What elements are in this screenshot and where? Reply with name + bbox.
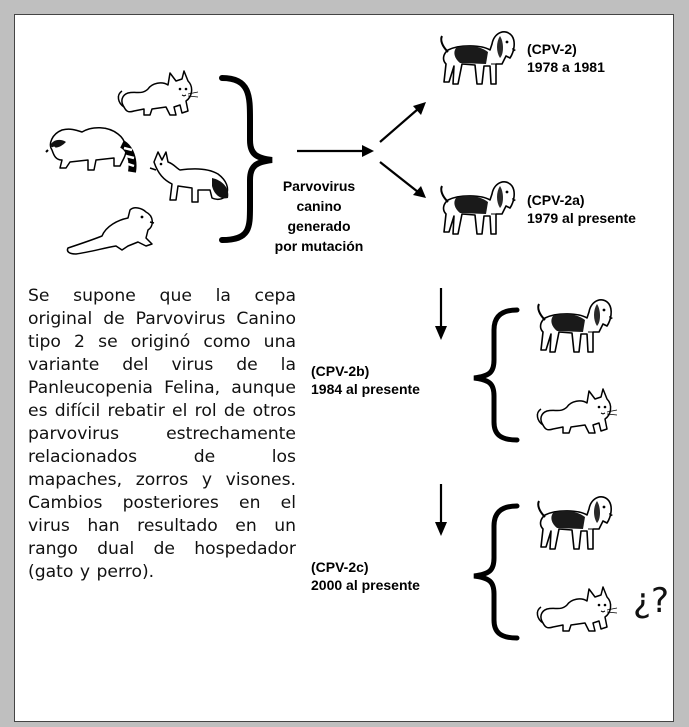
mutation-arrow [297, 145, 374, 157]
cat-icon [117, 70, 199, 116]
description-text: Se supone que la cepa original de Parvov… [28, 286, 296, 582]
center-label: Parvovirus canino generado por mutación [254, 176, 384, 256]
diagram-card [14, 14, 674, 722]
variant-label-cpv2a: (CPV-2a) 1979 al presente [527, 191, 636, 227]
arrow-up-right [379, 102, 426, 143]
dog-icon [537, 495, 614, 550]
variant-period: 1978 a 1981 [527, 59, 605, 75]
variant-period: 1979 al presente [527, 210, 636, 226]
variant-name: (CPV-2) [527, 41, 577, 57]
fox-icon [149, 151, 229, 203]
variant-label-cpv2b: (CPV-2b) 1984 al presente [311, 362, 420, 398]
host-brace [473, 307, 520, 443]
down-arrow [435, 288, 447, 340]
variant-period: 2000 al presente [311, 577, 420, 593]
variant-name: (CPV-2a) [527, 192, 585, 208]
otter-icon [66, 207, 155, 255]
arrow-down-right [379, 161, 426, 198]
cat-icon [536, 586, 618, 632]
center-label-line: por mutación [274, 238, 364, 254]
question-mark: ¿? [633, 581, 670, 621]
variant-label-cpv2: (CPV-2) 1978 a 1981 [527, 40, 605, 76]
raccoon-icon [45, 127, 137, 173]
variant-name: (CPV-2c) [311, 559, 369, 575]
dog-icon [537, 298, 614, 353]
variant-period: 1984 al presente [311, 381, 420, 397]
variant-name: (CPV-2b) [311, 363, 370, 379]
left-curly-brace [219, 75, 273, 243]
host-brace [473, 503, 520, 641]
dog-icon [440, 30, 517, 85]
down-arrow [435, 484, 447, 536]
center-label-line: Parvovirus [282, 178, 356, 194]
center-label-line: generado [287, 218, 351, 234]
variant-label-cpv2c: (CPV-2c) 2000 al presente [311, 558, 420, 594]
cat-icon [536, 388, 618, 434]
dog-icon [440, 180, 517, 235]
center-label-line: canino [296, 198, 342, 214]
